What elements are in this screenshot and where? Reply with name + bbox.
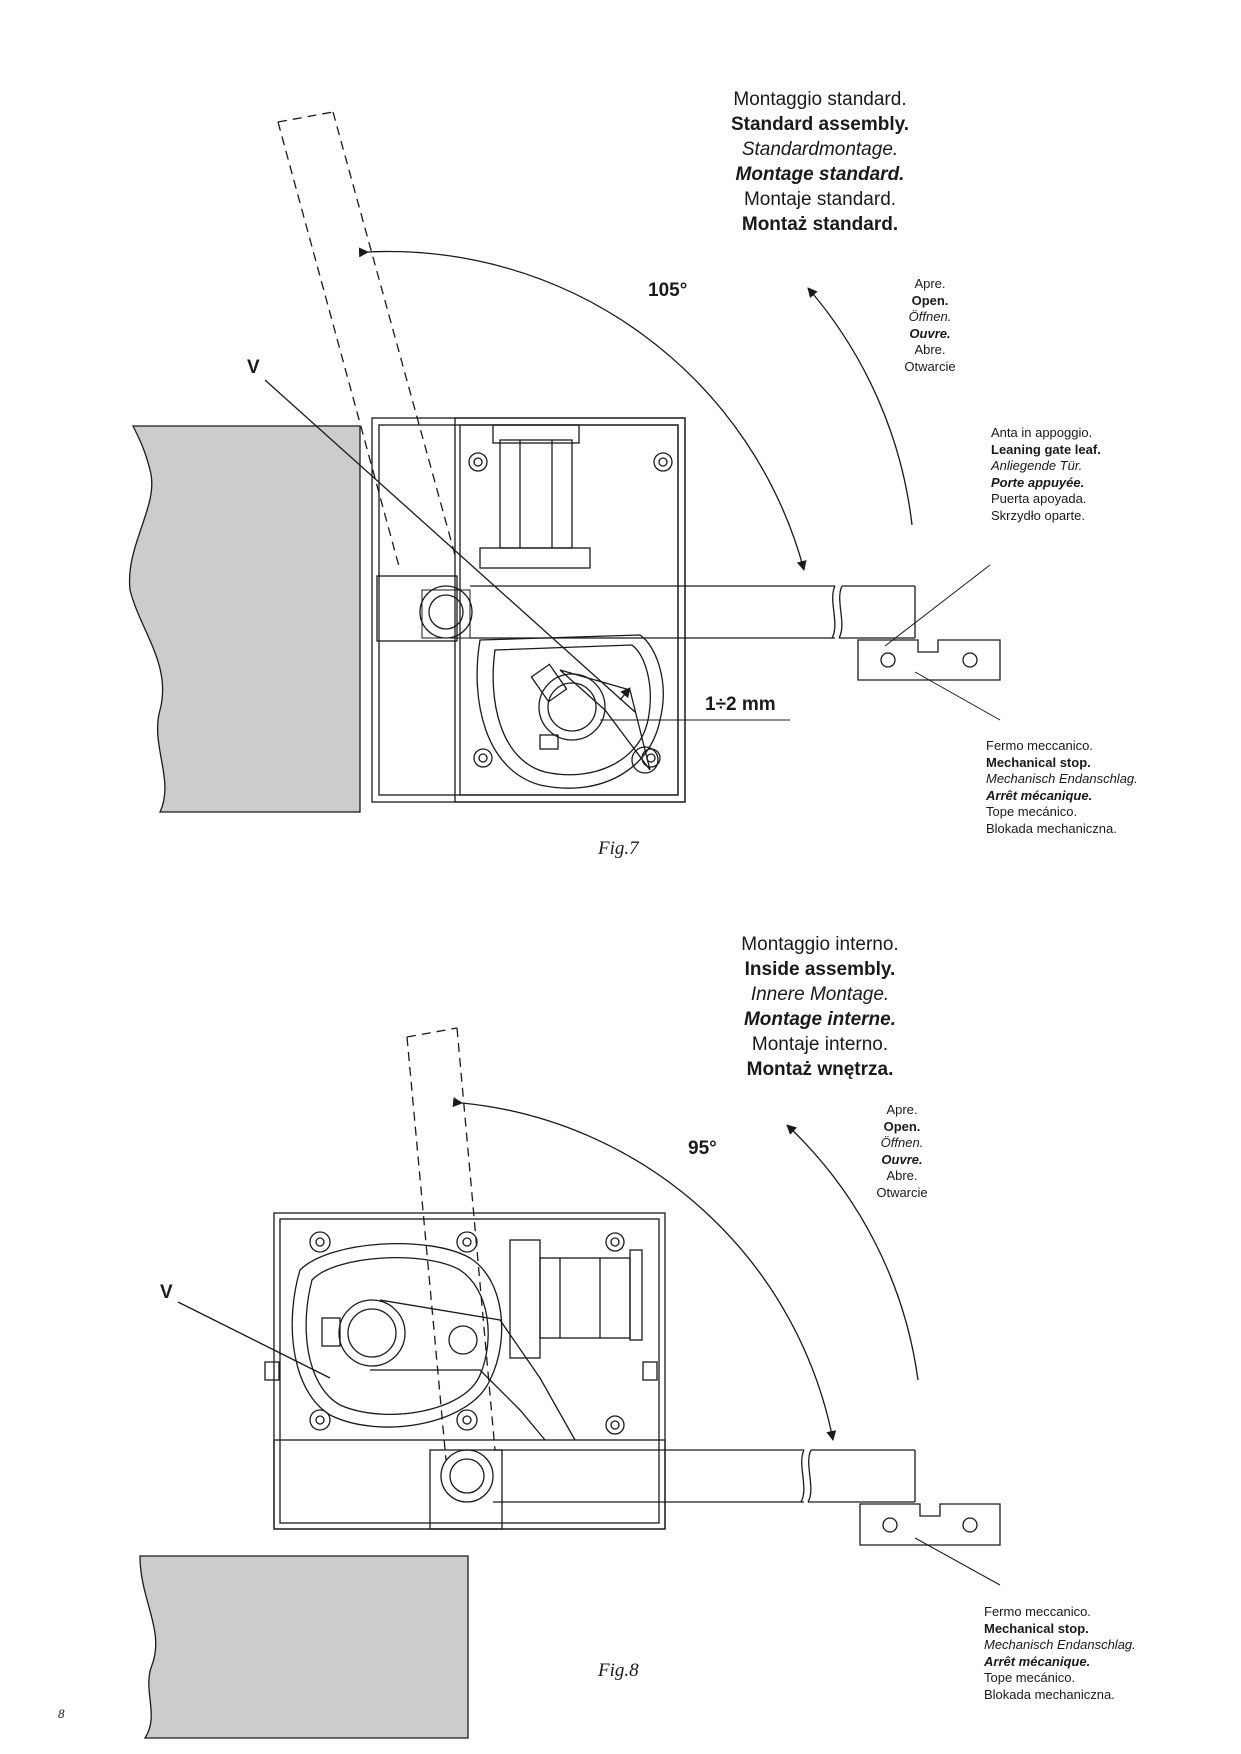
fig7-title-de: Standardmontage.	[741, 139, 899, 160]
fig8-pivot	[440, 1449, 494, 1503]
fig7-leaf-es: Puerta apoyada.	[991, 491, 1087, 506]
fig7-angle-label: 105°	[648, 280, 688, 301]
fig8-drawing	[139, 1027, 1001, 1739]
fig7-stop-it: Fermo meccanico.	[986, 738, 1093, 753]
fig7-leaf-pl: Skrzydło oparte.	[991, 507, 1085, 523]
fig8-stop-es: Tope mecánico.	[984, 1670, 1076, 1685]
fig8-stop-block: Fermo meccanico. Mechanical stop. Mechan…	[984, 1604, 1136, 1703]
fig7-v-leader	[264, 379, 636, 713]
fig7-title-pl: Montaż standard.	[741, 214, 899, 235]
fig7-leaf-fr: Porte appuyée.	[991, 474, 1085, 490]
fig8-stop-pl: Blokada mechaniczna.	[984, 1686, 1115, 1702]
fig8-title-pl: Montaż wnętrza.	[746, 1059, 894, 1080]
fig8-title-block: Montaggio interno. Inside assembly. Inne…	[705, 932, 935, 1082]
fig8-title-fr: Montage interne.	[743, 1009, 896, 1030]
fig7-stop-block: Fermo meccanico. Mechanical stop. Mechan…	[986, 738, 1138, 837]
fig7-open-block: Apre. Open. Öffnen. Ouvre. Abre. Otwarci…	[880, 276, 980, 375]
fig8-open-arc	[786, 1124, 919, 1381]
page-number: 8	[58, 1706, 65, 1721]
fig8-stop-en: Mechanical stop.	[984, 1620, 1089, 1636]
fig8-title-en: Inside assembly.	[744, 959, 896, 980]
fig7-open-en: Open.	[911, 292, 949, 308]
fig8-closed-leaf	[493, 1449, 916, 1503]
fig8-v-leader	[177, 1301, 331, 1379]
fig8-open-fr: Ouvre.	[881, 1151, 923, 1167]
fig8-open-pl: Otwarcie	[876, 1184, 928, 1200]
fig7-open-es: Abre.	[914, 342, 946, 357]
fig8-wall	[139, 1555, 469, 1739]
fig7-mechanical-stop	[857, 639, 1001, 681]
fig7-open-arc	[807, 287, 913, 526]
fig7-motor-box	[371, 417, 686, 803]
fig8-title-it: Montaggio interno.	[741, 934, 899, 955]
fig7-angle-arc	[358, 247, 807, 571]
fig8-v-label: V	[160, 1282, 173, 1303]
fig7-wall	[128, 425, 361, 813]
fig7-title-fr: Montage standard.	[735, 164, 905, 185]
fig8-stop-it: Fermo meccanico.	[984, 1604, 1091, 1619]
fig7-stop-en: Mechanical stop.	[986, 754, 1091, 770]
fig8-motor-box	[264, 1212, 666, 1530]
fig7-leaf-en: Leaning gate leaf.	[991, 441, 1101, 457]
fig7-v-label: V	[247, 357, 260, 378]
fig8-open-it: Apre.	[886, 1102, 918, 1117]
fig8-open-en: Open.	[883, 1118, 921, 1134]
fig7-title-en: Standard assembly.	[730, 114, 910, 135]
fig7-open-it: Apre.	[914, 276, 946, 291]
fig7-open-de: Öffnen.	[908, 309, 952, 324]
fig8-open-de: Öffnen.	[880, 1135, 924, 1150]
fig8-title-de: Innere Montage.	[750, 984, 890, 1005]
fig8-open-block: Apre. Open. Öffnen. Ouvre. Abre. Otwarci…	[852, 1102, 952, 1201]
fig7-open-fr: Ouvre.	[909, 325, 951, 341]
fig7-stop-de: Mechanisch Endanschlag.	[986, 771, 1138, 786]
fig8-open-leaf	[406, 1027, 496, 1461]
fig7-closed-leaf	[470, 585, 916, 639]
fig7-pivot	[419, 585, 473, 639]
fig8-stop-fr: Arrêt mécanique.	[984, 1653, 1091, 1669]
fig7-title-it: Montaggio standard.	[733, 89, 907, 110]
fig7-stop-pl: Blokada mechaniczna.	[986, 820, 1117, 836]
fig8-title-es: Montaje interno.	[751, 1034, 889, 1055]
fig7-gap-label: 1÷2 mm	[705, 694, 776, 715]
fig7-leaf-block: Anta in appoggio. Leaning gate leaf. Anl…	[991, 425, 1101, 524]
fig7-stop-es: Tope mecánico.	[986, 804, 1078, 819]
fig8-angle-arc	[452, 1097, 837, 1441]
fig7-title-es: Montaje standard.	[743, 189, 897, 210]
fig8-angle-label: 95°	[688, 1138, 717, 1159]
fig7-caption: Fig.7	[598, 838, 639, 859]
fig8-mechanical-stop	[859, 1503, 1001, 1546]
fig7-leaf-it: Anta in appoggio.	[991, 425, 1093, 440]
fig8-stop-de: Mechanisch Endanschlag.	[984, 1637, 1136, 1652]
fig7-open-pl: Otwarcie	[904, 358, 956, 374]
fig8-open-es: Abre.	[886, 1168, 918, 1183]
fig7-drawing	[128, 111, 1001, 813]
fig7-stop-fr: Arrêt mécanique.	[986, 787, 1093, 803]
fig8-caption: Fig.8	[598, 1660, 639, 1681]
fig7-title-block: Montaggio standard. Standard assembly. S…	[705, 87, 935, 237]
fig7-leaf-de: Anliegende Tür.	[991, 458, 1083, 473]
